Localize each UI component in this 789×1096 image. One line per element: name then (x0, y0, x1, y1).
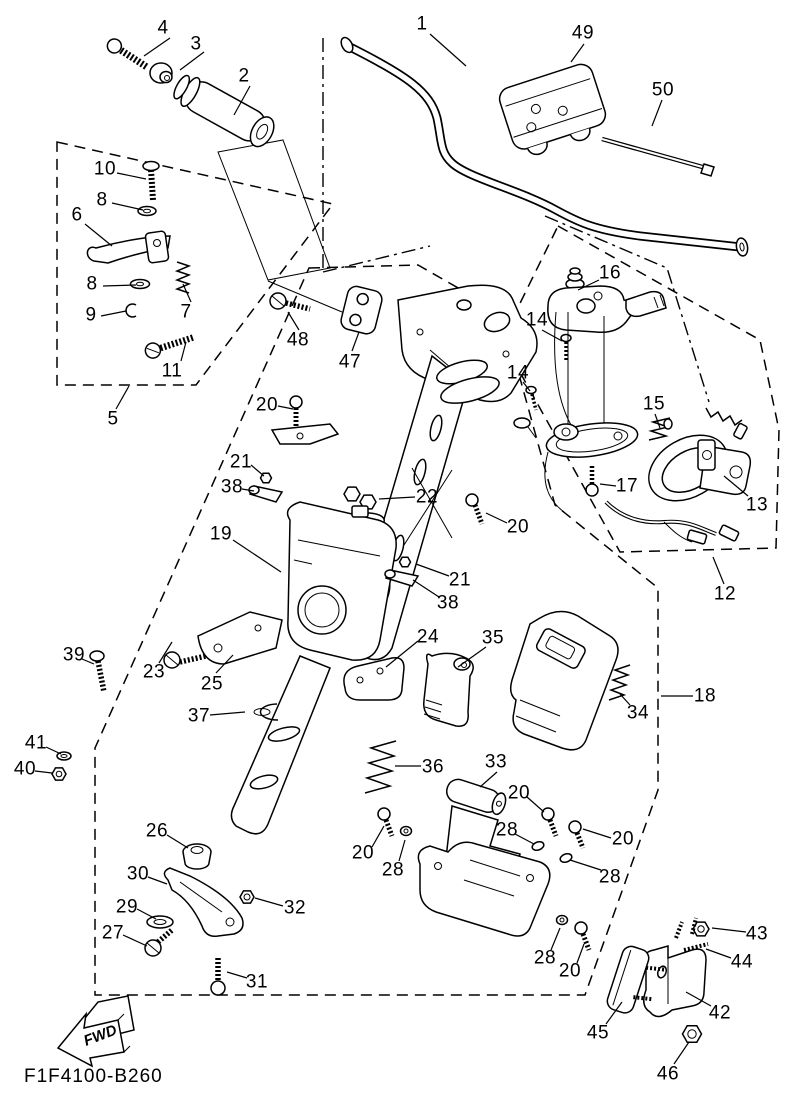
grip-art (170, 71, 279, 151)
lock-mount-art (365, 741, 550, 936)
part-callout-14: 14 (506, 362, 530, 384)
part-callout-28: 28 (533, 947, 557, 969)
part-callout-39: 39 (62, 644, 86, 666)
mount-bracket-art (605, 918, 709, 1042)
part-callout-35: 35 (481, 627, 505, 649)
part-callout-45: 45 (586, 1022, 610, 1044)
part-callout-10: 10 (93, 158, 117, 180)
part-callout-3: 3 (190, 33, 202, 55)
part-callout-48: 48 (286, 329, 310, 351)
part-callout-26: 26 (145, 820, 169, 842)
part-callout-47: 47 (338, 351, 362, 373)
part-callout-20: 20 (351, 842, 375, 864)
tie-rod-art (602, 139, 714, 176)
mid-hardware-art (164, 612, 473, 726)
part-callout-11: 11 (161, 360, 183, 382)
part-callout-19: 19 (209, 523, 233, 545)
part-callout-24: 24 (416, 626, 440, 648)
part-callout-25: 25 (200, 673, 224, 695)
part-callout-12: 12 (713, 583, 737, 605)
switch-block-art (511, 611, 630, 749)
part-callout-18: 18 (693, 685, 717, 707)
part-callout-36: 36 (421, 756, 445, 778)
part-callout-13: 13 (745, 494, 769, 516)
group-box-18 (95, 265, 658, 995)
part-callout-8: 8 (96, 189, 108, 211)
part-callout-43: 43 (745, 923, 769, 945)
part-callout-46: 46 (656, 1063, 680, 1085)
part-callout-5: 5 (107, 408, 119, 430)
part-callout-27: 27 (101, 922, 125, 944)
leader-lines (35, 34, 748, 1064)
part-callout-7: 7 (180, 301, 192, 323)
part-callout-21: 21 (229, 451, 253, 473)
part-callout-28: 28 (381, 859, 405, 881)
fastener-cluster-art (52, 396, 589, 950)
group-box-5 (57, 142, 333, 385)
part-callout-37: 37 (187, 705, 211, 727)
part-callout-6: 6 (71, 204, 83, 226)
part-callout-21: 21 (448, 569, 472, 591)
drawing-code: F1F4100-B260 (24, 1066, 163, 1087)
part-callout-22: 22 (415, 486, 439, 508)
upper-clamp-art (270, 285, 384, 336)
part-callout-28: 28 (598, 866, 622, 888)
part-callout-9: 9 (85, 304, 97, 326)
part-callout-20: 20 (507, 782, 531, 804)
handlebar-art (339, 36, 749, 257)
part-callout-34: 34 (626, 702, 650, 724)
part-callout-15: 15 (642, 393, 666, 415)
handlebar-centerlines (323, 38, 709, 402)
part-callout-20: 20 (611, 828, 635, 850)
part-callout-38: 38 (220, 476, 244, 498)
part-callout-41: 41 (24, 732, 48, 754)
fwd-arrow: FWD (58, 996, 134, 1066)
lower-bracket-art (183, 502, 396, 869)
lever-group-art (87, 162, 197, 361)
throttle-group-art (514, 268, 750, 544)
grip-damper-art (150, 63, 172, 83)
part-callout-49: 49 (571, 22, 595, 44)
part-callout-28: 28 (495, 819, 519, 841)
part-callout-32: 32 (283, 897, 307, 919)
part-callout-20: 20 (255, 394, 279, 416)
part-callout-20: 20 (506, 516, 530, 538)
part-callout-1: 1 (416, 13, 428, 35)
part-callout-40: 40 (13, 758, 37, 780)
part-callout-20: 20 (558, 960, 582, 982)
part-callout-17: 17 (615, 475, 639, 497)
part-callout-14: 14 (525, 309, 549, 331)
grip-bolt-art (105, 36, 150, 72)
part-callout-38: 38 (436, 592, 460, 614)
part-callout-50: 50 (651, 79, 675, 101)
part-callout-2: 2 (238, 65, 250, 87)
part-callout-8: 8 (86, 273, 98, 295)
part-callout-4: 4 (157, 17, 169, 39)
part-callout-31: 31 (245, 971, 269, 993)
group-box-12 (502, 226, 779, 552)
part-callout-29: 29 (115, 896, 139, 918)
part-callout-30: 30 (126, 863, 150, 885)
part-callout-16: 16 (598, 262, 622, 284)
lower-arm-art (145, 868, 254, 995)
part-callout-44: 44 (730, 951, 754, 973)
bar-pad-art (496, 61, 611, 160)
part-callout-23: 23 (142, 661, 166, 683)
part-callout-42: 42 (708, 1002, 732, 1024)
part-callout-33: 33 (484, 751, 508, 773)
